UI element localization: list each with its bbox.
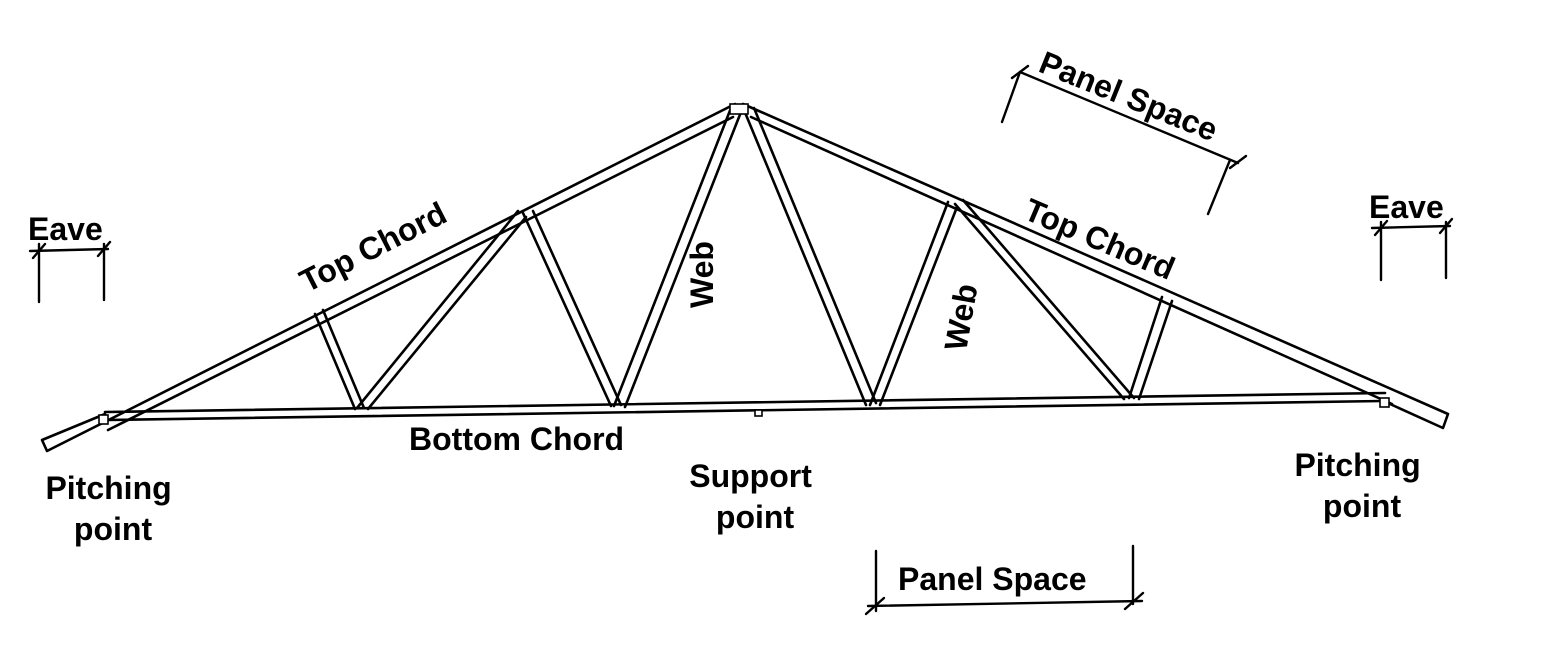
pitching-point-right-joint — [1379, 397, 1390, 408]
web-members — [313, 106, 1174, 411]
pitching-point-right-line-1: Pitching — [1294, 447, 1420, 483]
bottom-chord — [103, 391, 1387, 422]
top-chord-left-label: Top Chord — [294, 195, 452, 299]
support-point-line-2: point — [716, 499, 795, 535]
apex-joint — [729, 103, 749, 115]
pitching-point-left-label: Pitching point — [45, 470, 180, 547]
pitching-point-left-joint — [98, 414, 109, 425]
pitching-point-left-line-1: Pitching — [45, 470, 171, 506]
eave-left-label: Eave — [28, 211, 103, 247]
pitching-point-right-line-2: point — [1323, 488, 1402, 524]
pitching-point-right-label: Pitching point — [1294, 447, 1429, 524]
web-right-label: Web — [937, 281, 984, 353]
web-member — [868, 200, 959, 407]
web-member — [521, 209, 623, 408]
eave-right-dimension — [1370, 217, 1454, 282]
support-point-line-1: Support — [689, 458, 812, 494]
pitching-point-left-line-2: point — [74, 511, 153, 547]
web-member — [313, 308, 366, 411]
top-chord-left — [40, 102, 737, 453]
joints — [98, 103, 1390, 425]
support-point-label: Support point — [689, 458, 821, 535]
eave-left-dimension — [28, 240, 112, 304]
bottom-chord-label: Bottom Chord — [409, 421, 624, 457]
eave-right-label: Eave — [1369, 189, 1444, 225]
top-chord-right — [741, 102, 1450, 430]
panel-space-bottom-label: Panel Space — [898, 561, 1087, 597]
web-member — [742, 106, 878, 407]
panel-space-top-label: Panel Space — [1034, 44, 1222, 148]
panel-space-bottom-dimension — [864, 544, 1145, 616]
web-left-label: Web — [684, 241, 720, 308]
support-point-joint — [754, 409, 763, 417]
web-member — [612, 106, 743, 409]
web-member — [1127, 295, 1174, 401]
web-member — [355, 209, 528, 411]
web-member — [953, 198, 1136, 401]
panel-space-top-dimension — [1000, 64, 1248, 216]
